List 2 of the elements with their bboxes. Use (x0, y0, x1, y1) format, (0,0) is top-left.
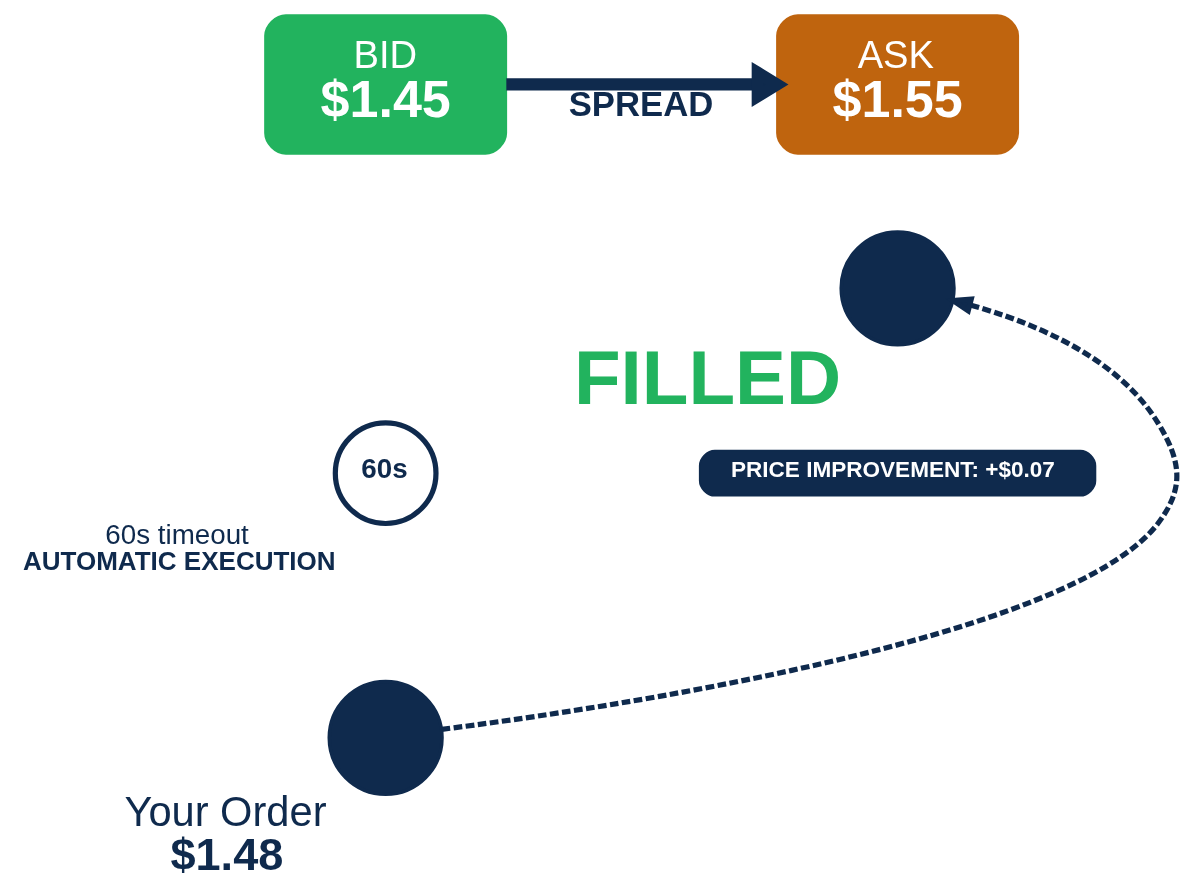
edge-label: SPREAD (568, 84, 714, 123)
node-label: FILLED (573, 335, 842, 421)
